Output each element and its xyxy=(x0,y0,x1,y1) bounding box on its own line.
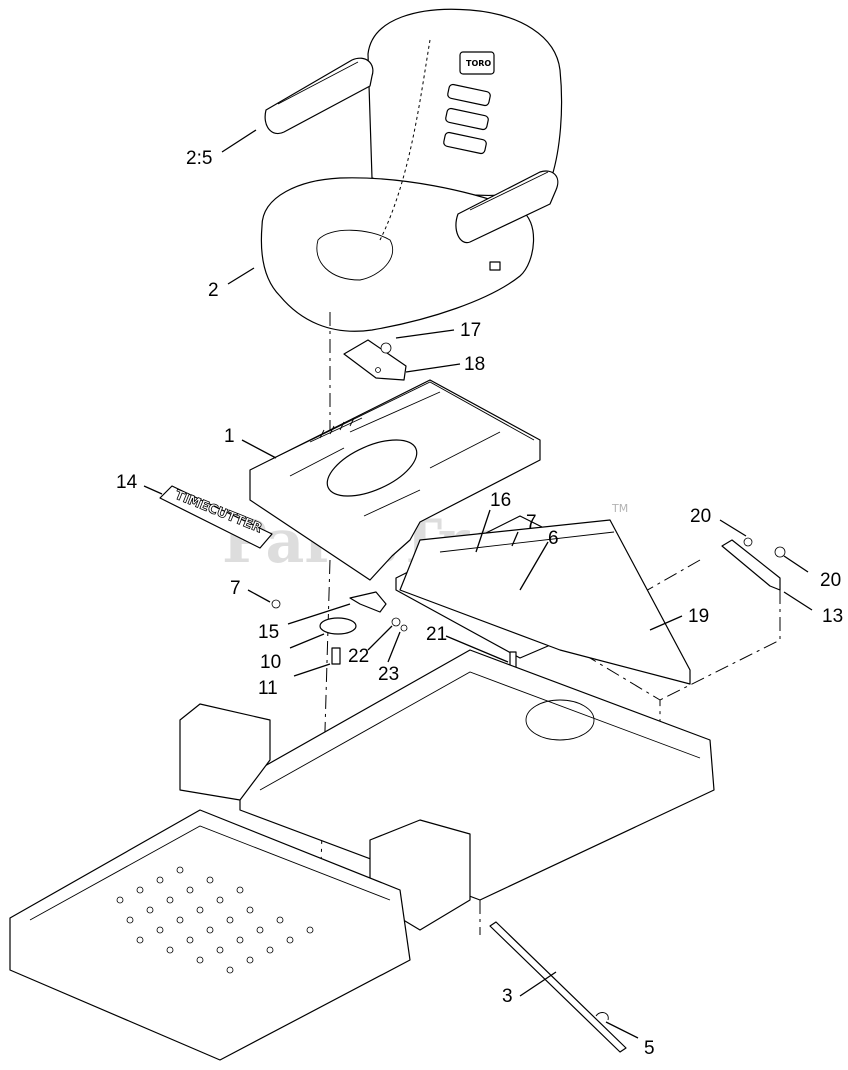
centerline-lower-left xyxy=(319,559,331,901)
part-23 xyxy=(400,624,408,632)
seat-mount-plate xyxy=(249,379,541,581)
callout-18: 18 xyxy=(464,354,485,375)
callout-7-lower: 7 xyxy=(230,578,241,599)
bracket-19-edge xyxy=(439,531,615,553)
bracket-19 xyxy=(399,519,691,685)
frame-post-left xyxy=(179,703,271,801)
seat-cushion-panel xyxy=(316,229,394,281)
seat-brand-label: TORO xyxy=(466,59,491,68)
callout-5: 5 xyxy=(644,1038,655,1059)
pin-5 xyxy=(595,1012,609,1021)
frame-rear-edge xyxy=(259,671,701,791)
seat-assembly: TORO xyxy=(260,8,563,332)
frame-opening xyxy=(525,699,595,741)
callout-20-left: 20 xyxy=(690,506,711,527)
callout-13: 13 xyxy=(822,606,843,627)
callout-21: 21 xyxy=(426,624,447,645)
right-armrest-edge xyxy=(469,171,549,211)
left-armrest-edge xyxy=(277,61,359,105)
callout-2-5: 2:5 xyxy=(186,148,212,169)
callout-1: 1 xyxy=(224,426,235,447)
washer-10 xyxy=(319,617,357,635)
rod-3 xyxy=(489,921,627,1053)
nut-7-lower xyxy=(271,599,281,609)
bracket-13 xyxy=(721,539,781,591)
callout-15: 15 xyxy=(258,622,279,643)
callout-14: 14 xyxy=(116,472,138,493)
callout-10: 10 xyxy=(260,652,281,673)
latch-bracket-18 xyxy=(343,339,407,381)
seat-latch-bracket xyxy=(343,339,407,381)
seat-back xyxy=(367,8,563,196)
callout-19: 19 xyxy=(688,606,709,627)
right-armrest xyxy=(455,170,559,244)
part-22 xyxy=(391,617,401,627)
watermark-tm: TM xyxy=(611,502,628,515)
callout-23: 23 xyxy=(378,664,399,685)
bolt-20-left xyxy=(743,537,753,547)
seat-brand-badge xyxy=(459,51,495,75)
left-armrest xyxy=(264,57,374,135)
latch-15 xyxy=(349,591,387,613)
seat-plate-opening xyxy=(326,439,418,497)
callout-7-upper: 7 xyxy=(526,512,537,533)
spring-17 xyxy=(380,342,392,354)
callout-3: 3 xyxy=(502,986,513,1007)
callout-16: 16 xyxy=(490,490,511,511)
frame-assembly xyxy=(9,649,715,1061)
frame-deck xyxy=(9,809,411,1061)
seat-slot xyxy=(489,261,501,271)
bolt-11 xyxy=(331,647,341,665)
callout-6: 6 xyxy=(548,528,559,549)
seat-rib xyxy=(447,83,491,107)
callout-20-right: 20 xyxy=(820,570,841,591)
centerline-bracket-19 xyxy=(559,559,701,770)
centerline-bracket-13 xyxy=(659,590,781,701)
leader-lines xyxy=(143,129,813,1039)
seat-rib xyxy=(443,131,487,155)
callout-17: 17 xyxy=(460,320,481,341)
frame-deck-edge xyxy=(29,825,391,921)
deck-holes xyxy=(116,866,314,974)
nut-20-right xyxy=(774,546,786,558)
seat-seam xyxy=(379,39,431,241)
callout-22: 22 xyxy=(348,646,369,667)
frame-rear xyxy=(239,649,715,901)
callout-11: 11 xyxy=(258,678,278,699)
seat-rib xyxy=(445,107,489,131)
latch-hole xyxy=(375,367,381,373)
callout-2: 2 xyxy=(208,280,219,301)
